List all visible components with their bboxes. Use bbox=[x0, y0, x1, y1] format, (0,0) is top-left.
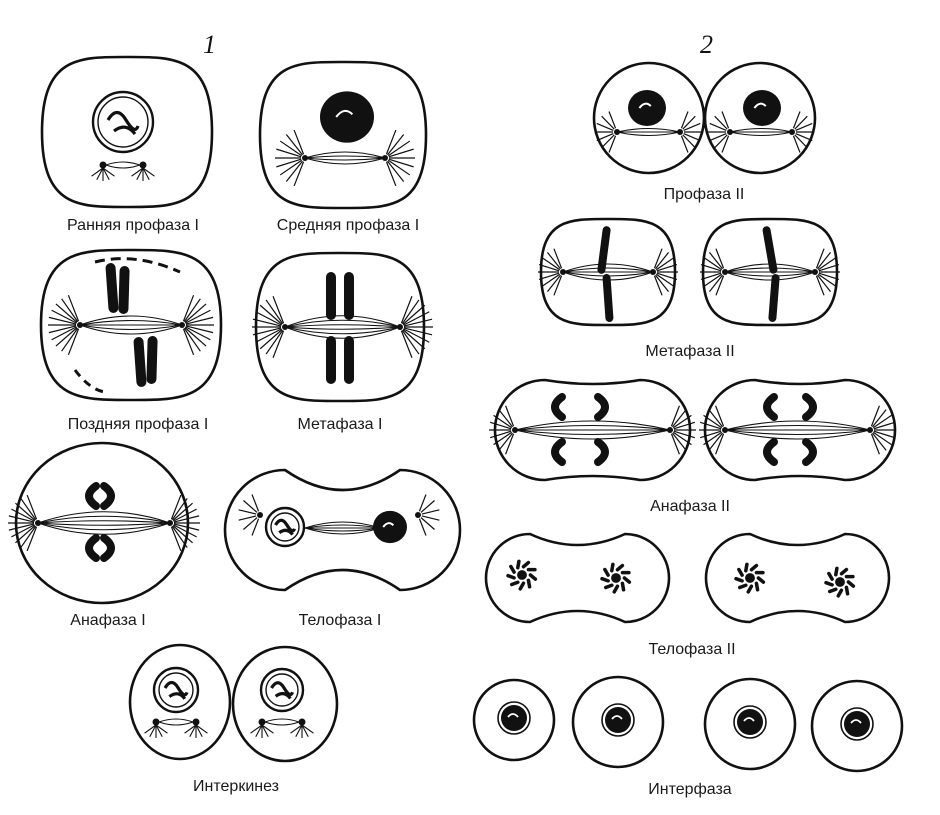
label-prophase-2: Профаза II bbox=[663, 186, 745, 203]
label-interkinesis: Интеркинез bbox=[193, 778, 279, 795]
cell-prophase-2 bbox=[592, 61, 817, 175]
label-early-prophase-1: Ранняя профаза I bbox=[67, 217, 199, 234]
cell-interphase bbox=[472, 675, 904, 773]
label-late-prophase-1: Поздняя профаза I bbox=[67, 416, 209, 433]
cell-anaphase-2 bbox=[489, 378, 897, 482]
cell-late-prophase-1 bbox=[39, 248, 223, 402]
cell-metaphase-1 bbox=[252, 251, 433, 403]
cell-anaphase-1 bbox=[8, 441, 200, 605]
panel-number-2: 2 bbox=[700, 30, 713, 59]
cell-metaphase-2 bbox=[538, 217, 840, 327]
label-telophase-1: Телофаза I bbox=[298, 612, 382, 629]
cell-telophase-1 bbox=[223, 468, 462, 592]
label-anaphase-1: Анафаза I bbox=[70, 612, 146, 629]
cell-mid-prophase-1 bbox=[258, 60, 428, 210]
label-telophase-2: Телофаза II bbox=[648, 641, 736, 658]
label-metaphase-2: Метафаза II bbox=[645, 343, 735, 360]
cell-interkinesis bbox=[128, 643, 339, 763]
label-mid-prophase-1: Средняя профаза I bbox=[276, 217, 420, 234]
label-interphase: Интерфаза bbox=[648, 781, 732, 798]
cell-early-prophase-1 bbox=[40, 55, 214, 209]
panel-number-1: 1 bbox=[203, 30, 216, 59]
cell-telophase-2 bbox=[484, 532, 891, 624]
label-anaphase-2: Анафаза II bbox=[650, 498, 730, 515]
label-metaphase-1: Метафаза I bbox=[297, 416, 383, 433]
